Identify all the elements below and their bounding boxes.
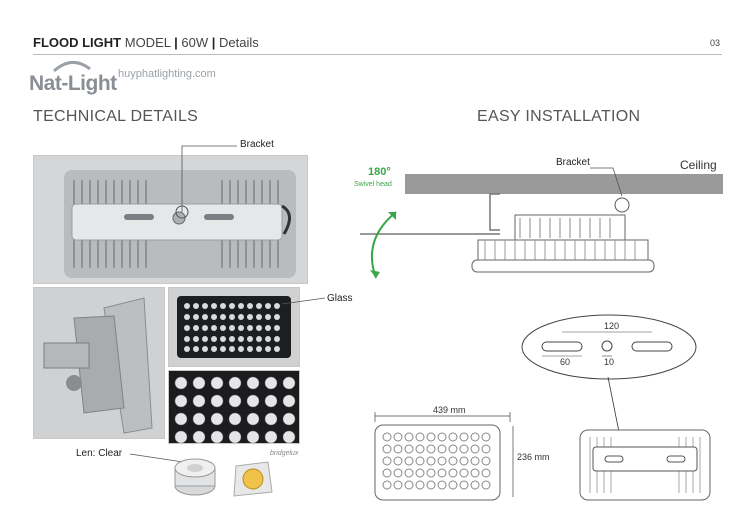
- header-model: MODEL: [124, 35, 171, 50]
- glass-label: Glass: [327, 293, 353, 304]
- dimension-lines: [374, 412, 514, 497]
- glass-front-photo: [168, 287, 300, 367]
- front-view-drawing: [374, 424, 501, 501]
- header-product: FLOOD LIGHT: [33, 35, 122, 50]
- brand-logo: Nat-Light: [29, 72, 117, 95]
- install-bracket-label: Bracket: [556, 157, 590, 168]
- product-back-photo: [33, 155, 308, 284]
- glass-callout-line: [281, 297, 326, 305]
- mounting-slot-detail: [521, 314, 697, 380]
- brand-website: huyphatlighting.com: [118, 68, 216, 80]
- chip-brand-label: bridgelux: [270, 450, 299, 457]
- swivel-degree: 180°: [368, 166, 391, 178]
- dim-height: 236 mm: [517, 452, 550, 462]
- dim-hole-diameter: 10: [604, 357, 615, 367]
- header-wattage: 60W: [181, 35, 209, 50]
- led-chip-icon: [233, 461, 273, 497]
- lens-icon: [174, 458, 216, 496]
- easy-installation-title: EASY INSTALLATION: [477, 108, 641, 125]
- heatsink-illustration: [34, 156, 307, 283]
- page-number: 03: [709, 38, 720, 48]
- lens-closeup-photo: [168, 370, 300, 444]
- dim-slot-spacing: 120: [604, 321, 620, 331]
- bracket-label: Bracket: [240, 139, 274, 150]
- header-sep-1: |: [174, 35, 178, 50]
- dim-width: 439 mm: [433, 405, 466, 415]
- installation-diagram: [360, 167, 723, 279]
- lens-label: Len: Clear: [76, 448, 123, 459]
- header-divider: [33, 54, 722, 55]
- lens-closeup-grid: [169, 371, 299, 443]
- logo-swoosh-icon: [53, 61, 91, 73]
- ceiling-label: Ceiling: [680, 158, 717, 172]
- back-view-drawing: [579, 429, 711, 501]
- header-section: Details: [219, 35, 259, 50]
- header-title: FLOOD LIGHT MODEL | 60W | Details: [33, 35, 259, 50]
- glass-led-grid: [169, 288, 299, 366]
- bracket-side-illustration: [34, 288, 164, 438]
- header-sep-2: |: [211, 35, 216, 50]
- technical-details-title: TECHNICAL DETAILS: [33, 108, 199, 125]
- swivel-label: Swivel head: [354, 181, 392, 188]
- bracket-callout-line: [175, 145, 237, 219]
- dim-slot-length: 60: [560, 357, 571, 367]
- lens-callout-line: [129, 453, 184, 463]
- bracket-side-photo: [33, 287, 165, 439]
